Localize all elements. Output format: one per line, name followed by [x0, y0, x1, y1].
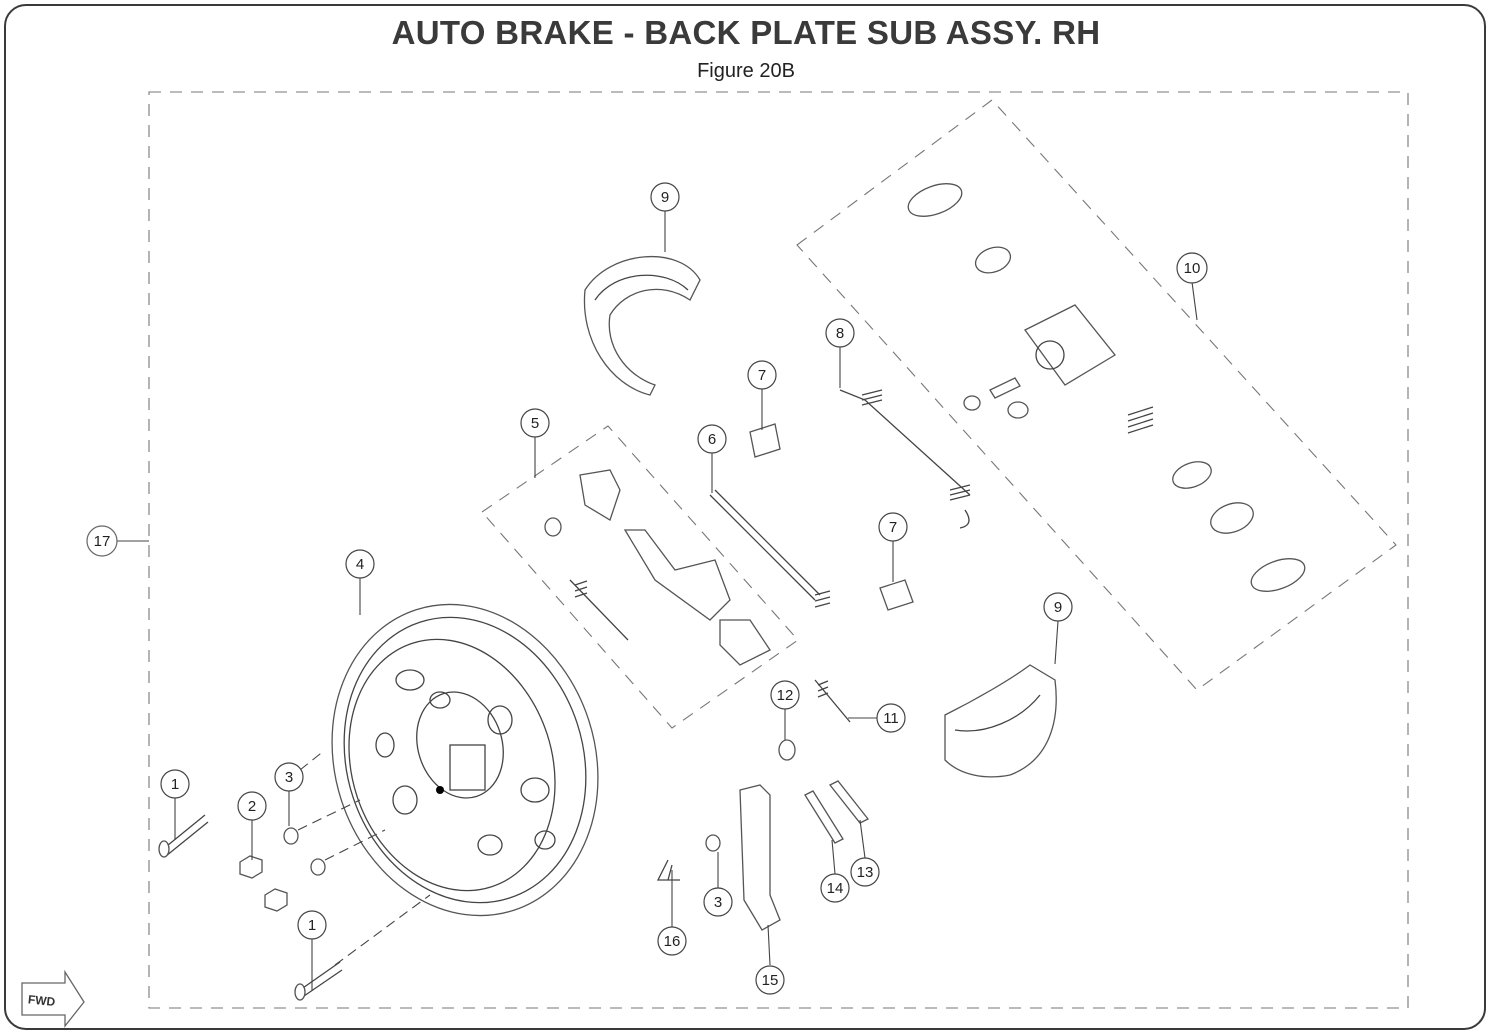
svg-text:8: 8: [836, 325, 844, 342]
callout-2: 2: [237, 791, 267, 821]
callout-14: 14: [820, 873, 850, 903]
adjuster-rod: [709, 489, 831, 608]
callout-9-upper: 9: [650, 182, 680, 212]
svg-text:10: 10: [1184, 260, 1201, 277]
svg-text:1: 1: [308, 917, 316, 934]
callout-11: 11: [876, 703, 906, 733]
callout-7-lower: 7: [878, 512, 908, 542]
svg-text:11: 11: [883, 710, 899, 727]
callout-17: 17: [86, 525, 118, 557]
callout-3-right: 3: [703, 887, 733, 917]
clip-lower: [879, 579, 914, 611]
svg-text:4: 4: [356, 556, 364, 573]
clip-upper: [749, 423, 781, 458]
fwd-label: FWD: [27, 992, 56, 1009]
svg-text:12: 12: [777, 687, 794, 704]
parking-lever: [739, 784, 781, 931]
callout-13: 13: [850, 857, 880, 887]
leader-lines: [117, 211, 1198, 990]
svg-text:7: 7: [889, 519, 897, 536]
bolt-lower: [264, 888, 288, 912]
svg-text:15: 15: [762, 972, 779, 989]
pivot-pin: [778, 739, 796, 761]
svg-text:9: 9: [661, 189, 669, 206]
callout-10: 10: [1176, 252, 1208, 284]
svg-text:9: 9: [1054, 599, 1062, 616]
callout-7-upper: 7: [747, 360, 777, 390]
callout-12: 12: [770, 680, 800, 710]
svg-text:17: 17: [94, 533, 111, 550]
svg-text:3: 3: [285, 769, 293, 786]
return-spring-long: [839, 389, 971, 529]
callout-15: 15: [755, 965, 785, 995]
bolt-upper: [239, 855, 263, 879]
callout-16: 16: [657, 926, 687, 956]
callout-1-upper: 1: [160, 769, 190, 799]
svg-text:5: 5: [531, 415, 539, 432]
callout-6: 6: [697, 424, 727, 454]
wheel-cylinder-parts: [907, 183, 1306, 592]
callout-5: 5: [520, 408, 550, 438]
assembly-boundary: [148, 91, 1409, 1009]
callout-1-lower: 1: [297, 910, 327, 940]
figure-number: Figure 20B: [697, 60, 795, 82]
callout-3-left: 3: [274, 762, 304, 792]
pin-upper: [158, 814, 209, 858]
pin-lower: [294, 961, 343, 1001]
brake-shoe-lower: [944, 664, 1057, 778]
diagram-frame: [4, 4, 1486, 1030]
wheel-cylinder-group-boundary: [796, 99, 1397, 691]
washer-upper: [283, 827, 299, 845]
diagram-title: AUTO BRAKE - BACK PLATE SUB ASSY. RH: [391, 14, 1101, 51]
small-spring: [814, 679, 851, 723]
back-plate: [331, 603, 599, 917]
split-pin: [656, 859, 680, 881]
adjuster-assembly: [544, 469, 771, 666]
svg-text:3: 3: [714, 894, 722, 911]
forward-direction-arrow: FWD: [21, 969, 85, 1028]
svg-text:14: 14: [827, 880, 844, 897]
callout-9-lower: 9: [1043, 592, 1073, 622]
brake-shoe-upper: [583, 255, 701, 396]
svg-text:1: 1: [171, 776, 179, 793]
callout-8: 8: [825, 318, 855, 348]
washer-lever: [705, 834, 721, 852]
callout-4: 4: [345, 549, 375, 579]
svg-text:16: 16: [664, 933, 681, 950]
washer-lower: [310, 858, 326, 876]
svg-text:7: 7: [758, 367, 766, 384]
shim-13: [828, 780, 870, 824]
shim-14: [804, 790, 844, 844]
svg-text:13: 13: [857, 864, 874, 881]
svg-text:6: 6: [708, 431, 716, 448]
svg-text:2: 2: [248, 798, 256, 815]
